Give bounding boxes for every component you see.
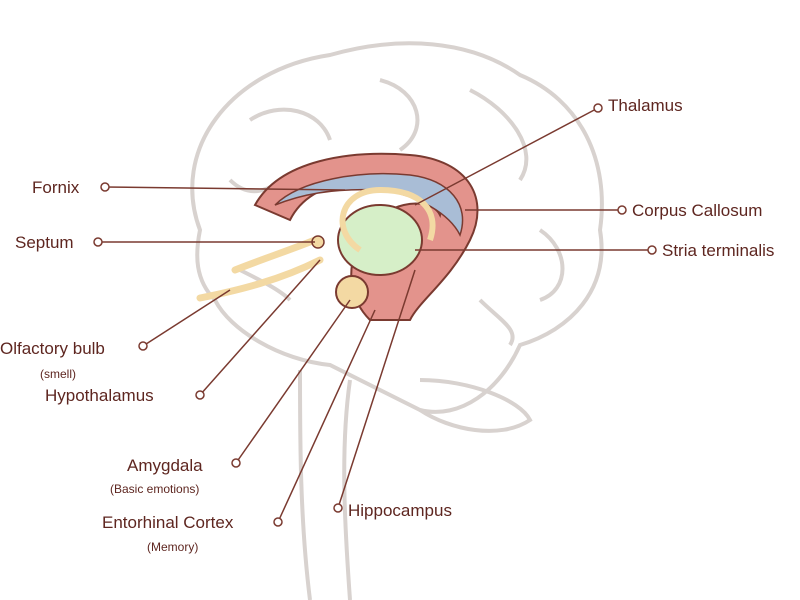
label-corpus-callosum: Corpus Callosum [632,201,763,220]
leader-lines [93,103,657,527]
note-olfactory-bulb: (smell) [40,367,76,381]
thalamus-shape [337,204,423,276]
label-hippocampus: Hippocampus [348,501,452,520]
label-hypothalamus: Hypothalamus [45,386,154,405]
amygdala-shape [335,275,369,309]
brain-outline [190,41,604,600]
label-fornix: Fornix [32,178,80,197]
label-olfactory-bulb: Olfactory bulb [0,339,105,358]
label-amygdala: Amygdala [127,456,203,475]
fornix-shape [339,186,436,253]
label-entorhinal-cortex: Entorhinal Cortex [102,513,234,532]
label-thalamus: Thalamus [608,96,683,115]
note-amygdala: (Basic emotions) [110,482,200,496]
note-entorhinal-cortex: (Memory) [147,540,199,554]
label-septum: Septum [15,233,74,252]
olfactory-tract [196,236,324,302]
label-stria-terminalis: Stria terminalis [662,241,775,260]
